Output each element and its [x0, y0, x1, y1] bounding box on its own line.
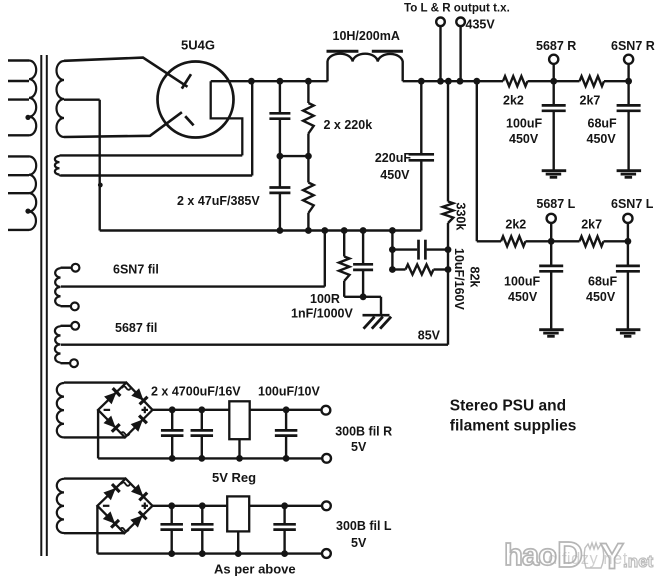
svg-text:5687 fil: 5687 fil: [115, 321, 157, 335]
svg-text:Y: Y: [600, 536, 624, 577]
svg-text:220uF: 220uF: [375, 151, 411, 165]
svg-text:435V: 435V: [466, 18, 496, 32]
svg-text:.net: .net: [623, 552, 654, 571]
svg-text:450V: 450V: [587, 132, 617, 146]
svg-text:5687 L: 5687 L: [536, 197, 575, 211]
svg-text:68uF: 68uF: [588, 275, 618, 289]
svg-text:68uF: 68uF: [588, 117, 618, 131]
svg-text:2 x 4700uF/16V: 2 x 4700uF/16V: [151, 385, 241, 399]
svg-text:6SN7 L: 6SN7 L: [611, 197, 654, 211]
svg-text:5V Reg: 5V Reg: [212, 470, 256, 485]
svg-text:450V: 450V: [586, 290, 616, 304]
svg-text:6SN7 fil: 6SN7 fil: [113, 263, 159, 277]
svg-text:10H/200mA: 10H/200mA: [333, 29, 400, 43]
svg-text:330k: 330k: [454, 203, 468, 231]
svg-text:1nF/1000V: 1nF/1000V: [291, 307, 354, 321]
svg-text:300B fil L: 300B fil L: [336, 519, 392, 533]
svg-text:300B fil R: 300B fil R: [335, 425, 392, 439]
svg-text:As per above: As per above: [214, 562, 296, 577]
svg-text:2k2: 2k2: [505, 218, 526, 232]
svg-text:2k7: 2k7: [580, 94, 601, 108]
svg-text:5V: 5V: [351, 536, 367, 550]
svg-text:filament supplies: filament supplies: [450, 418, 577, 435]
svg-text:Stereo PSU and: Stereo PSU and: [450, 398, 566, 415]
svg-text:100uF: 100uF: [504, 275, 540, 289]
svg-text:6SN7 R: 6SN7 R: [611, 39, 655, 53]
svg-text:2 x 220k: 2 x 220k: [324, 118, 373, 132]
svg-text:2k2: 2k2: [503, 94, 524, 108]
svg-text:82k: 82k: [468, 267, 482, 288]
svg-text:450V: 450V: [509, 132, 539, 146]
svg-text:To L & R output t.x.: To L & R output t.x.: [404, 2, 510, 15]
svg-text:5U4G: 5U4G: [181, 38, 215, 53]
svg-text:100uF: 100uF: [506, 117, 542, 131]
svg-text:85V: 85V: [418, 329, 441, 343]
svg-text:100R: 100R: [310, 292, 340, 306]
svg-text:450V: 450V: [380, 168, 410, 182]
svg-text:5687 R: 5687 R: [536, 39, 576, 53]
svg-text:2 x 47uF/385V: 2 x 47uF/385V: [177, 194, 260, 208]
svg-text:450V: 450V: [508, 290, 538, 304]
svg-text:difidzy net: difidzy net: [548, 550, 628, 568]
svg-text:2k7: 2k7: [581, 218, 602, 232]
svg-text:100uF/10V: 100uF/10V: [258, 385, 321, 399]
svg-text:D: D: [557, 534, 583, 575]
svg-text:10uF/160V: 10uF/160V: [452, 248, 466, 311]
svg-text:5V: 5V: [351, 440, 367, 454]
svg-text:hao: hao: [504, 537, 556, 572]
